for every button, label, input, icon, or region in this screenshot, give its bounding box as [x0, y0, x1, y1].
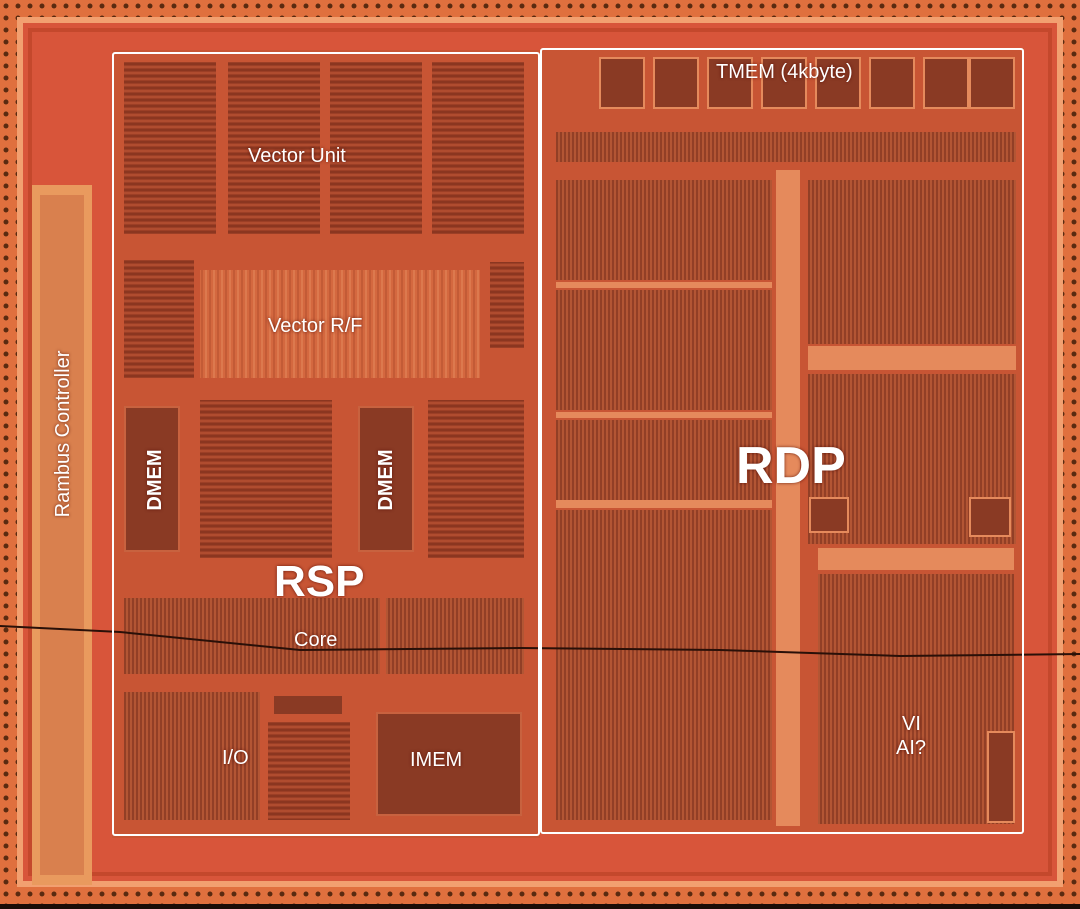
rdp-label: RDP: [736, 437, 846, 495]
vector-unit-block-3: [330, 62, 422, 234]
tmem-label: TMEM (4kbyte): [716, 61, 853, 83]
rsp-outline: [112, 52, 540, 836]
ai-label: AI?: [896, 737, 927, 759]
inner-seal-ring-2: [28, 28, 1052, 876]
inner-seal-ring: [17, 17, 1063, 887]
pad-ring-left: [0, 0, 20, 904]
rdp-outline: [540, 48, 1024, 834]
pad-ring-right: [1060, 0, 1080, 904]
dmem-left-label: DMEM: [144, 449, 166, 511]
vector-unit-block-1: [124, 62, 216, 234]
core-label: Core: [294, 629, 338, 651]
pad-ring-bottom: [0, 884, 1080, 904]
imem-block: [376, 712, 522, 816]
dmem-left-block: [124, 406, 180, 552]
die-crack: [0, 625, 1080, 658]
dmem-right-label: DMEM: [375, 449, 397, 511]
io-block: [124, 692, 260, 820]
vector-unit-label: Vector Unit: [248, 145, 346, 167]
imem-label: IMEM: [410, 749, 463, 771]
pad-ring-top: [0, 0, 1080, 20]
vector-unit-block-4: [432, 62, 524, 234]
vector-rf-block: [200, 270, 480, 378]
rsp-label: RSP: [274, 557, 365, 606]
vector-unit-block-2: [228, 62, 320, 234]
vector-rf-label: Vector R/F: [268, 315, 363, 337]
rambus-controller-label: Rambus Controller: [52, 350, 74, 518]
dmem-right-block: [358, 406, 414, 552]
vi-label: VI: [902, 713, 921, 735]
io-label: I/O: [222, 747, 249, 769]
tmem-cells: [599, 57, 1015, 109]
